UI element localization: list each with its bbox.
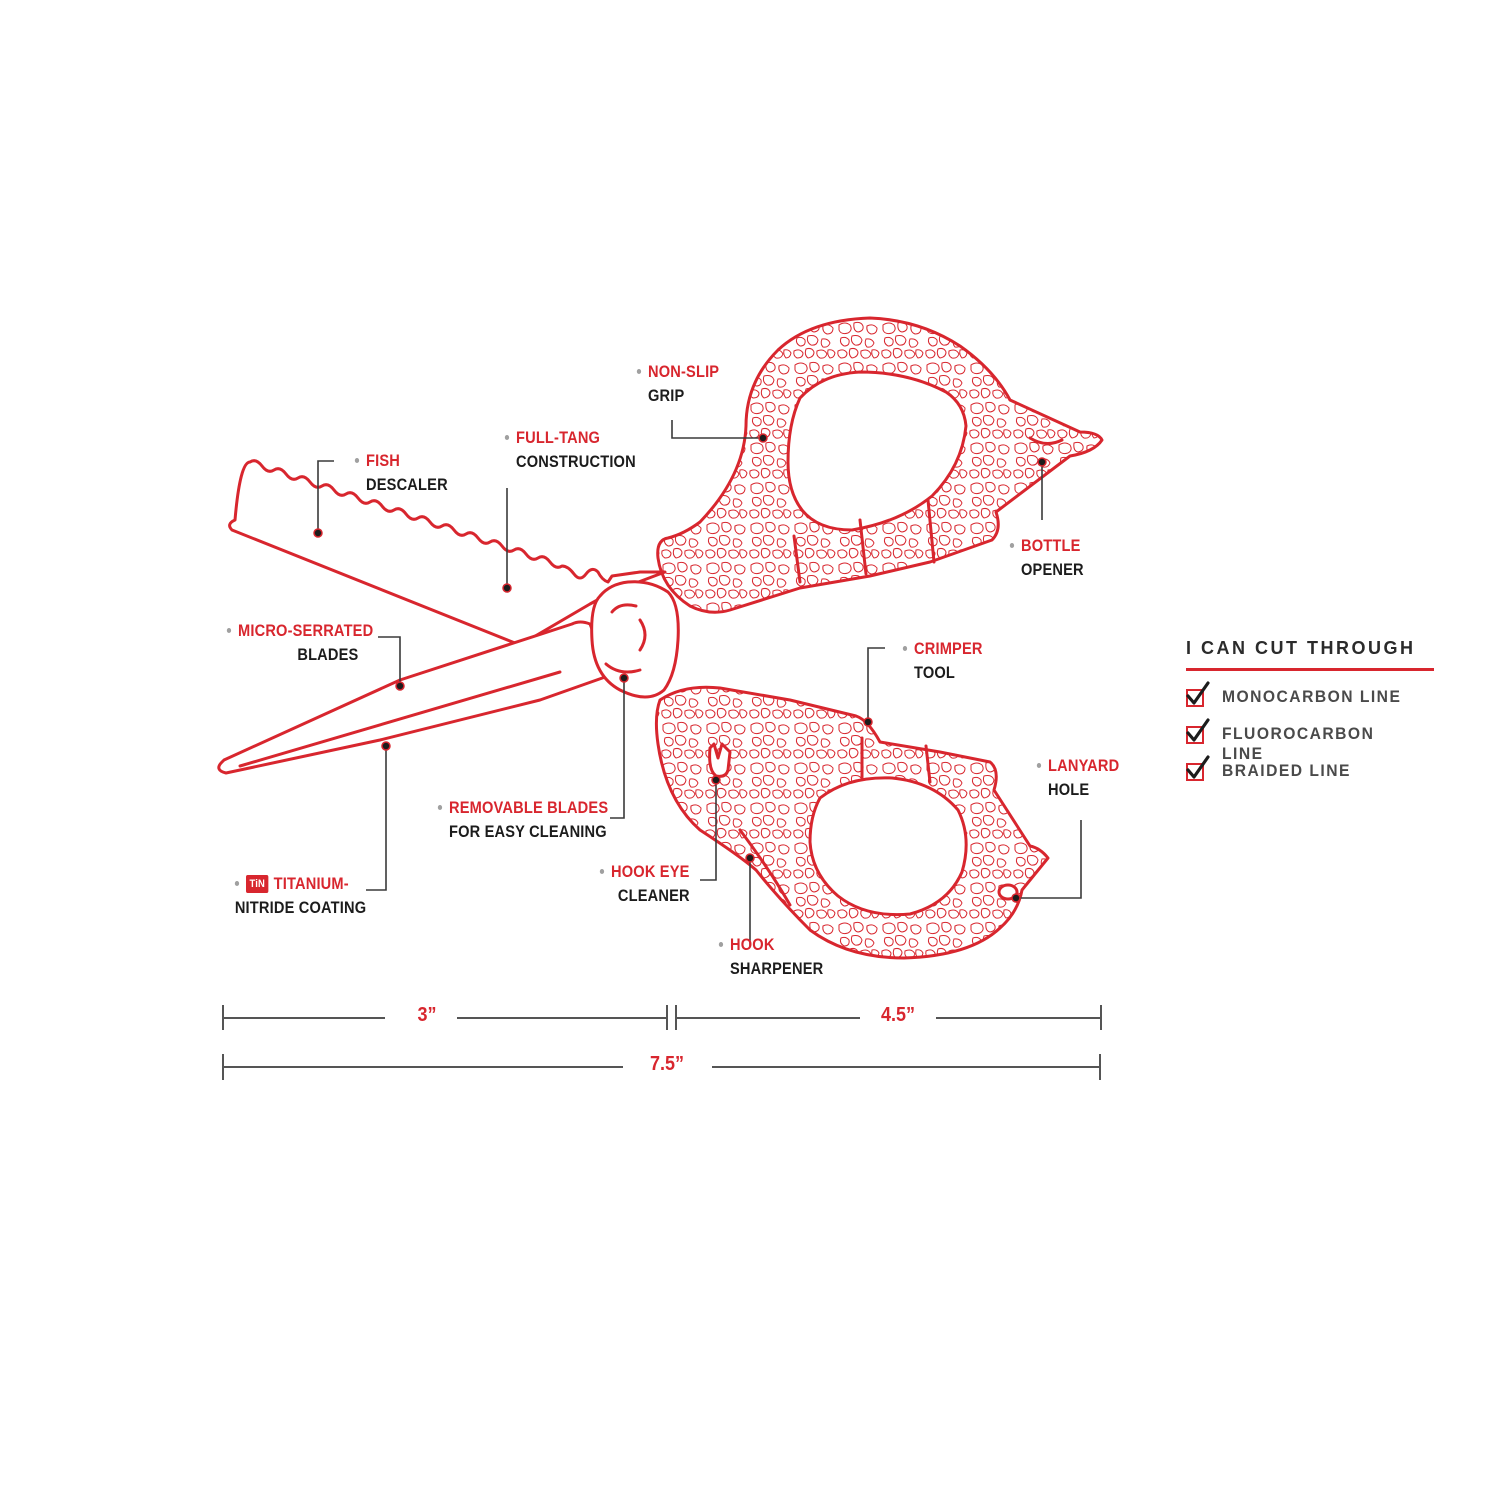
legend-list: MONOCARBON LINE FLUOROCARBON LINE BRAIDE… — [1186, 681, 1434, 798]
checkmark-icon — [1186, 718, 1210, 742]
checkmark-icon — [1186, 681, 1210, 705]
bullet-dot — [599, 869, 605, 874]
callout-hook-sharpener: HOOK SHARPENER — [718, 933, 823, 981]
bullet-dot — [1036, 763, 1042, 768]
legend-item: BRAIDED LINE — [1186, 755, 1434, 798]
cut-through-legend: I CAN CUT THROUGH MONOCARBON LINE FLUORO… — [1186, 638, 1434, 798]
dimension-blade-length: 3” — [417, 1004, 437, 1026]
dimension-handle-length: 4.5” — [880, 1004, 916, 1026]
callout-hook-eye-cleaner: HOOK EYE CLEANER — [599, 860, 690, 908]
callout-micro-serrated: MICRO-SERRATED BLADES — [226, 619, 373, 667]
callout-crimper-tool: CRIMPER TOOL — [902, 637, 983, 685]
upper-handle — [656, 316, 1104, 614]
pivot-hub — [590, 580, 680, 699]
checkbox — [1186, 726, 1204, 744]
lower-handle — [654, 685, 1050, 960]
legend-divider — [1186, 668, 1434, 671]
callout-fish-descaler: FISH DESCALER — [354, 449, 448, 497]
bullet-dot — [354, 458, 360, 463]
tin-badge: TiN — [246, 875, 269, 893]
bullet-dot — [226, 628, 232, 633]
callout-full-tang: FULL-TANG CONSTRUCTION — [504, 426, 636, 474]
bullet-dot — [1009, 543, 1015, 548]
bullet-dot — [234, 881, 240, 886]
leader-lines — [317, 420, 1082, 946]
legend-title: I CAN CUT THROUGH — [1186, 638, 1416, 658]
checkbox — [1186, 689, 1204, 707]
leader-dots — [313, 433, 1047, 903]
callout-removable-blades: REMOVABLE BLADES FOR EASY CLEANING — [437, 796, 608, 844]
bullet-dot — [902, 646, 908, 651]
dimension-overall-length: 7.5” — [649, 1053, 685, 1075]
checkmark-icon — [1186, 755, 1210, 779]
bullet-dot — [718, 942, 724, 947]
bullet-dot — [636, 369, 642, 374]
callout-lanyard-hole: LANYARD HOLE — [1036, 754, 1119, 802]
callout-bottle-opener: BOTTLE OPENER — [1009, 534, 1084, 582]
bullet-dot — [437, 805, 443, 810]
dimension-lines — [222, 1005, 1102, 1080]
checkbox — [1186, 763, 1204, 781]
callout-non-slip-grip: NON-SLIP GRIP — [636, 360, 719, 408]
upper-blade — [228, 459, 667, 647]
bullet-dot — [504, 435, 510, 440]
legend-item: FLUOROCARBON LINE — [1186, 718, 1434, 763]
legend-item: MONOCARBON LINE — [1186, 681, 1434, 724]
